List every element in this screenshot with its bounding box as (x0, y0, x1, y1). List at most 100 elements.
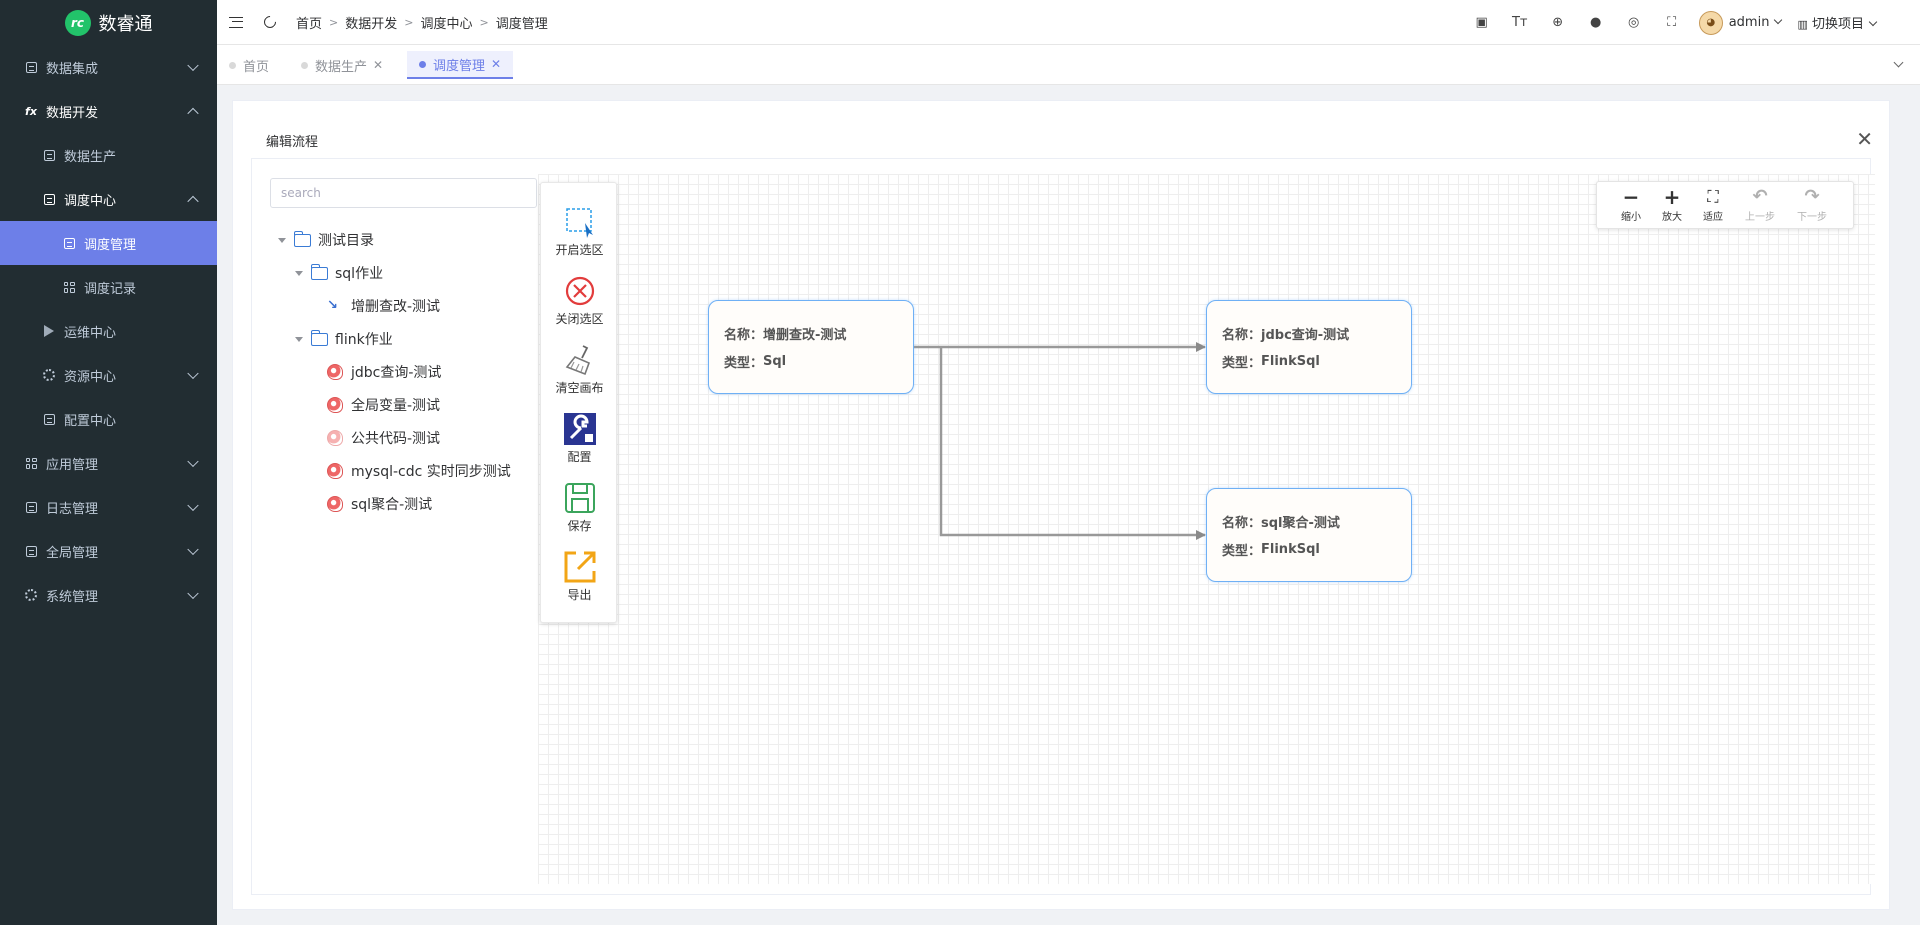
tree-folder-root[interactable]: 测试目录 (278, 230, 374, 250)
sidebar-item-log-manage[interactable]: 日志管理 (0, 485, 217, 529)
tabs-more-chevron-icon[interactable] (1893, 57, 1904, 68)
zoom-out-button[interactable]: − 缩小 (1611, 186, 1651, 223)
monitor-icon (42, 148, 56, 162)
tab-schedule-manage[interactable]: 调度管理 ✕ (407, 51, 514, 79)
tab-home[interactable]: 首页 (217, 51, 281, 79)
redo-icon: ↷ (1804, 186, 1820, 207)
node-type-row: 类型：FlinkSql (1222, 535, 1396, 563)
sidebar-item-resource-center[interactable]: 资源中心 (0, 353, 217, 397)
divider (251, 158, 1871, 159)
tree-item[interactable]: sql聚合-测试 (327, 494, 432, 514)
breadcrumb-data-dev[interactable]: 数据开发 (345, 16, 398, 32)
fit-screen-icon: ⛶ (1707, 187, 1719, 206)
function-icon: fx (25, 104, 37, 118)
tree-item[interactable]: 公共代码-测试 (327, 428, 440, 448)
sidebar-item-label: 调度管理 (84, 237, 137, 253)
sidebar-item-app-manage[interactable]: 应用管理 (0, 441, 217, 485)
chevron-up-icon (187, 107, 199, 120)
user-menu[interactable]: admin (1729, 15, 1783, 30)
sidebar-item-data-integration[interactable]: 数据集成 (0, 45, 217, 89)
tab-data-production[interactable]: 数据生产 ✕ (289, 51, 395, 79)
breadcrumb-home[interactable]: 首页 (296, 16, 323, 32)
tree-item[interactable]: jdbc查询-测试 (327, 362, 441, 382)
tree-label: jdbc查询-测试 (351, 365, 442, 381)
table-icon (62, 280, 76, 294)
sidebar-item-schedule-records[interactable]: 调度记录 (0, 265, 217, 309)
menu-toggle-icon[interactable] (229, 16, 243, 28)
caret-down-icon (278, 237, 286, 243)
tool-label: 导出 (567, 588, 592, 602)
export-tool[interactable]: 导出 (541, 550, 618, 603)
sidebar-item-label: 应用管理 (46, 457, 99, 473)
wrench-icon (541, 412, 618, 446)
tree-item[interactable]: ↘ 增删查改-测试 (327, 296, 440, 316)
caret-down-icon (295, 336, 303, 342)
sidebar-item-config-center[interactable]: 配置中心 (0, 397, 217, 441)
switch-project-menu[interactable]: ▥ 切换项目 (1797, 13, 1878, 32)
node-name-label: 名称： (1222, 515, 1262, 531)
plus-icon: + (1663, 185, 1681, 209)
chevron-down-icon (1774, 15, 1783, 25)
github-icon[interactable]: ● (1590, 15, 1602, 30)
sidebar-item-data-production[interactable]: 数据生产 (0, 133, 217, 177)
redo-button[interactable]: ↷ 下一步 (1792, 186, 1832, 223)
tree-item[interactable]: 全局变量-测试 (327, 395, 440, 415)
clear-canvas-tool[interactable]: 清空画布 (541, 343, 618, 396)
tree-folder-flink[interactable]: flink作业 (295, 329, 393, 349)
flow-node[interactable]: 名称：增删查改-测试 类型：Sql (708, 300, 914, 394)
app-logo[interactable]: rc 数睿通 (0, 0, 217, 45)
caret-down-icon (295, 270, 303, 276)
chevron-down-icon (187, 455, 199, 468)
node-type-label: 类型： (724, 355, 764, 371)
image-icon[interactable]: ▣ (1475, 15, 1488, 30)
sidebar-item-ops-center[interactable]: 运维中心 (0, 309, 217, 353)
fullscreen-icon[interactable]: ⛶ (1667, 15, 1677, 30)
save-tool[interactable]: 保存 (541, 481, 618, 534)
sidebar-item-label: 调度记录 (84, 281, 137, 297)
breadcrumb-schedule-center[interactable]: 调度中心 (420, 16, 473, 32)
node-name-row: 名称：增删查改-测试 (724, 319, 898, 347)
sidebar-item-label: 日志管理 (46, 501, 99, 517)
folder-icon (310, 263, 328, 280)
close-icon[interactable]: ✕ (1856, 127, 1873, 151)
node-name-label: 名称： (1222, 327, 1262, 343)
tree-search-input[interactable] (270, 178, 537, 208)
chevron-right-icon: > (404, 15, 414, 29)
tree-item[interactable]: mysql-cdc 实时同步测试 (327, 461, 511, 481)
close-icon[interactable]: ✕ (373, 58, 384, 72)
calendar-icon (42, 192, 56, 206)
sidebar-item-data-dev[interactable]: fx 数据开发 (0, 89, 217, 133)
gitee-icon[interactable]: ◎ (1628, 15, 1640, 30)
node-type: Sql (763, 353, 787, 369)
close-icon[interactable]: ✕ (491, 57, 502, 71)
flink-icon (327, 463, 343, 479)
font-size-icon[interactable]: Tт (1511, 15, 1528, 30)
sidebar-item-schedule-center[interactable]: 调度中心 (0, 177, 217, 221)
minus-icon: − (1622, 185, 1640, 209)
sidebar-item-global-manage[interactable]: 全局管理 (0, 529, 217, 573)
zoom-label: 适应 (1703, 212, 1723, 223)
close-selection-tool[interactable]: 关闭选区 (541, 274, 618, 327)
sidebar-item-label: 配置中心 (64, 413, 117, 429)
zoom-in-button[interactable]: + 放大 (1652, 186, 1692, 223)
building-icon: ▥ (1797, 18, 1808, 31)
start-selection-tool[interactable]: 开启选区 (541, 205, 618, 258)
sidebar-item-label: 数据集成 (46, 61, 99, 77)
refresh-icon[interactable] (261, 13, 279, 31)
chevron-down-icon (187, 543, 199, 556)
flow-node[interactable]: 名称：jdbc查询-测试 类型：FlinkSql (1206, 300, 1412, 394)
gear-icon (24, 588, 38, 602)
tabs-bar: 首页 数据生产 ✕ 调度管理 ✕ (217, 45, 1920, 85)
sidebar-item-schedule-manage[interactable]: 调度管理 (0, 221, 217, 265)
tree-folder-sql[interactable]: sql作业 (295, 263, 383, 283)
avatar[interactable]: ◕ (1698, 10, 1723, 35)
flow-node[interactable]: 名称：sql聚合-测试 类型：FlinkSql (1206, 488, 1412, 582)
config-tool[interactable]: 配置 (541, 412, 618, 465)
global-icon (24, 544, 38, 558)
language-icon[interactable]: ⊕ (1552, 15, 1564, 30)
undo-button[interactable]: ↶ 上一步 (1740, 186, 1780, 223)
zoom-label: 缩小 (1621, 212, 1641, 223)
fit-button[interactable]: ⛶ 适应 (1693, 186, 1733, 223)
app-name: 数睿通 (98, 13, 153, 35)
sidebar-item-system-manage[interactable]: 系统管理 (0, 573, 217, 617)
